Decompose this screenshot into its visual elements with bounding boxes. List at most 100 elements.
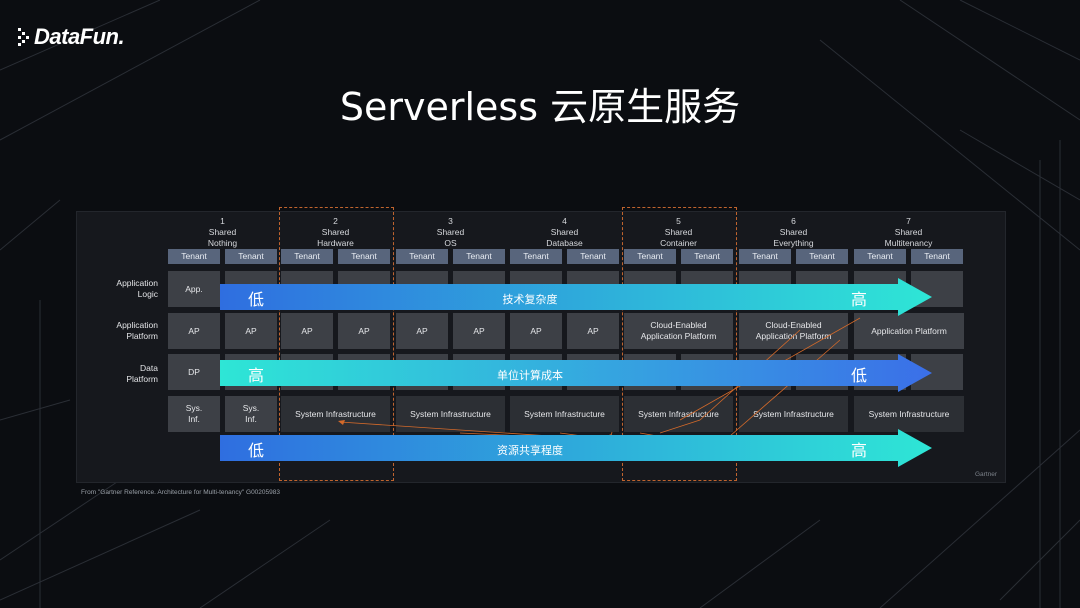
cell-text: Cloud-Enabled <box>765 320 822 330</box>
column-header-line1: Shared <box>779 227 808 237</box>
datafun-logo: DataFun. <box>18 24 125 50</box>
column-header-line1: Shared <box>894 227 923 237</box>
cell-text: System Infrastructure <box>410 408 491 419</box>
cell-system-infrastructure: System Infrastructure <box>854 396 964 432</box>
cell-text: Sys. <box>242 403 260 413</box>
tenant-box: Tenant <box>739 249 791 264</box>
tenant-box: Tenant <box>854 249 906 264</box>
tenant-box: Tenant <box>911 249 963 264</box>
cell-ap: AP <box>396 313 448 349</box>
cell-text: DP <box>188 366 200 377</box>
row-label-line: Platform <box>126 331 158 341</box>
cell-ap: AP <box>168 313 220 349</box>
arrow-left-label: 高 <box>248 366 265 385</box>
cell-app: App. <box>168 271 220 307</box>
column-header-line2: Container <box>660 238 697 248</box>
cell-system-infrastructure: System Infrastructure <box>396 396 505 432</box>
cell-text: AP <box>416 325 428 336</box>
tenant-box: Tenant <box>338 249 390 264</box>
column-header-line2: Hardware <box>317 238 354 248</box>
cell-text: AP <box>188 325 200 336</box>
cell-ap: AP <box>281 313 333 349</box>
datafun-logo-icon <box>18 28 29 46</box>
cell-system-infrastructure: System Infrastructure <box>739 396 848 432</box>
gradient-arrow <box>220 354 932 392</box>
row-label-line: Platform <box>126 374 158 384</box>
cell-text: System Infrastructure <box>753 408 834 419</box>
row-label-line: Logic <box>137 289 158 299</box>
tenant-box: Tenant <box>396 249 448 264</box>
cell-text: Cloud-Enabled <box>650 320 707 330</box>
cell-text: App. <box>185 283 203 294</box>
cell-text: AP <box>530 325 542 336</box>
column-header-line1: Shared <box>550 227 579 237</box>
source-label: Gartner <box>975 471 998 478</box>
column-header-line1: Shared <box>208 227 237 237</box>
cell-ap: AP <box>225 313 277 349</box>
arrow-label: 技术复杂度 <box>502 293 558 306</box>
tenant-box: Tenant <box>510 249 562 264</box>
tenant-box: Tenant <box>281 249 333 264</box>
tenant-box: Tenant <box>225 249 277 264</box>
gradient-arrow <box>220 278 932 316</box>
row-label-line: Application <box>116 278 158 288</box>
arrow-right-label: 高 <box>851 290 868 309</box>
cell-text: Sys. <box>185 403 203 413</box>
tenant-box: Tenant <box>681 249 733 264</box>
tenant-box: Tenant <box>624 249 676 264</box>
cell-text: Application Platform <box>755 331 832 341</box>
column-header-num: 2 <box>333 216 338 226</box>
row-label-line: Data <box>140 363 158 373</box>
column-header-line2: Multitenancy <box>884 238 933 248</box>
column-header-line2: Nothing <box>207 238 238 248</box>
column-header-num: 3 <box>448 216 453 226</box>
row-label-line: Application <box>116 320 158 330</box>
arrow-left-label: 低 <box>248 441 265 460</box>
column-header-line2: OS <box>444 238 457 248</box>
cell-text: AP <box>587 325 599 336</box>
cell-system-infrastructure: System Infrastructure <box>510 396 619 432</box>
cell-text: AP <box>301 325 313 336</box>
page-title: Serverless 云原生服务 <box>339 85 741 129</box>
column-header-num: 5 <box>676 216 681 226</box>
arrow-label: 单位计算成本 <box>497 369 563 382</box>
column-header-line2: Everything <box>773 238 814 248</box>
arrow-label: 资源共享程度 <box>497 444 563 457</box>
arrow-right-label: 高 <box>851 441 868 460</box>
cell-text: Inf. <box>245 414 257 424</box>
cell-text: AP <box>245 325 257 336</box>
cell-ap: AP <box>567 313 619 349</box>
cell-text: Application Platform <box>871 325 947 336</box>
cell-text: System Infrastructure <box>295 408 376 419</box>
cell-text: AP <box>358 325 370 336</box>
arrow-left-label: 低 <box>248 290 265 309</box>
gradient-arrow <box>220 429 932 467</box>
arrow-right-label: 低 <box>851 366 868 385</box>
tenant-box: Tenant <box>453 249 505 264</box>
cell-system-infrastructure: System Infrastructure <box>281 396 390 432</box>
cell-text: Inf. <box>188 414 200 424</box>
highlight-box-shared-hardware <box>279 207 394 481</box>
column-header-line1: Shared <box>436 227 465 237</box>
tenant-box: Tenant <box>567 249 619 264</box>
cell-dp: DP <box>168 354 220 390</box>
column-header-num: 6 <box>791 216 796 226</box>
tenant-box: Tenant <box>168 249 220 264</box>
cell-text: System Infrastructure <box>524 408 605 419</box>
cell-ap: AP <box>510 313 562 349</box>
cell-text: System Infrastructure <box>638 408 719 419</box>
column-header-num: 4 <box>562 216 567 226</box>
cell-sys-inf: Sys.Inf. <box>225 396 277 432</box>
tenant-box: Tenant <box>796 249 848 264</box>
